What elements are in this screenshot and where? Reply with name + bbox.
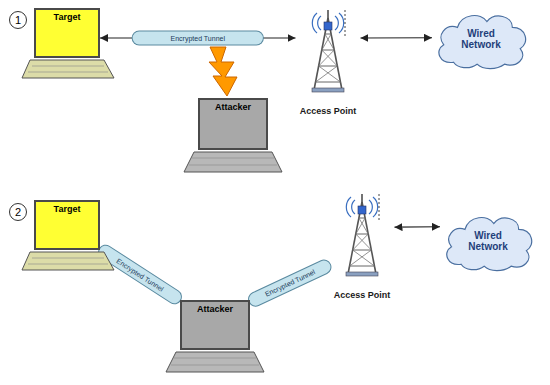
access-point: Access Point bbox=[296, 12, 361, 116]
node-label: Access Point bbox=[334, 290, 391, 300]
laptop-keyboard bbox=[22, 252, 114, 270]
laptop-keyboard bbox=[184, 152, 282, 172]
tunnel-tube bbox=[106, 252, 175, 297]
link-arrow bbox=[395, 226, 441, 227]
callout-number: 2 bbox=[9, 203, 27, 221]
tunnel-label: Encrypted Tunnel bbox=[169, 34, 227, 43]
attack-bolt bbox=[209, 47, 237, 96]
connector-line bbox=[250, 264, 330, 301]
attacker-laptop: Attacker bbox=[180, 300, 250, 350]
tunnel-label: Encrypted Tunnel bbox=[113, 255, 167, 294]
node-label: Wired Network bbox=[452, 28, 510, 51]
node-label: Target bbox=[54, 12, 81, 22]
tunnel-tube bbox=[256, 267, 324, 299]
connector-line bbox=[100, 249, 180, 301]
encrypted-tunnel bbox=[100, 249, 180, 301]
laptop-keyboard bbox=[22, 60, 114, 78]
node-label: Target bbox=[54, 204, 81, 214]
cloud-outline bbox=[447, 218, 532, 271]
tunnel-tube bbox=[139, 31, 256, 46]
attacker-laptop: Attacker bbox=[198, 98, 268, 150]
target-laptop: Target bbox=[34, 8, 100, 58]
network-cloud: Wired Network bbox=[440, 210, 536, 272]
target-laptop: Target bbox=[34, 200, 100, 250]
tunnel-tube bbox=[106, 252, 175, 297]
access-point: Access Point bbox=[330, 196, 395, 300]
laptop-keyboard bbox=[166, 352, 264, 372]
node-label: Wired Network bbox=[459, 230, 517, 253]
node-label: Access Point bbox=[300, 106, 357, 116]
tunnel-tube bbox=[139, 32, 256, 45]
key-rows bbox=[28, 66, 277, 365]
cloud-outline bbox=[439, 16, 526, 69]
node-label: Attacker bbox=[197, 304, 233, 314]
tunnel-tube bbox=[256, 267, 324, 299]
node-label: Attacker bbox=[215, 102, 251, 112]
tunnel-label: Encrypted Tunnel bbox=[261, 267, 318, 300]
tower-icon bbox=[312, 10, 345, 92]
connector-line bbox=[395, 226, 441, 228]
network-cloud: Wired Network bbox=[432, 8, 530, 70]
callout-number: 1 bbox=[9, 11, 27, 29]
tower-icon bbox=[346, 194, 379, 276]
encrypted-tunnel bbox=[250, 264, 330, 301]
link-arrow bbox=[361, 37, 433, 38]
connector-line bbox=[361, 37, 433, 38]
